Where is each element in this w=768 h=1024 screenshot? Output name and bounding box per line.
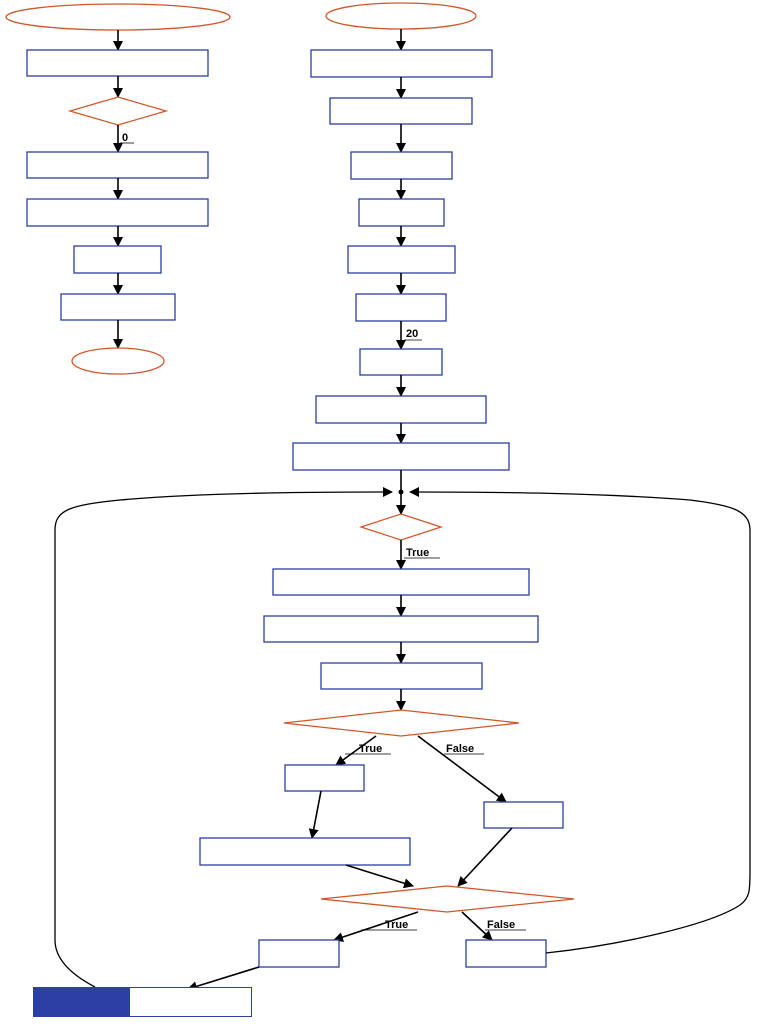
branch1-false-box — [483, 801, 564, 829]
loop-process-box-3 — [320, 662, 483, 690]
branch2-arrow-true — [333, 911, 419, 942]
bottom-overlay-bar — [33, 987, 252, 1017]
branch2-false-box — [465, 939, 547, 968]
loop-process-box-2 — [263, 615, 539, 643]
branch1-arrow-false — [417, 735, 507, 803]
right-process-box-2 — [329, 97, 473, 125]
branch2-arrow-false — [461, 911, 493, 941]
right-process-box-5 — [347, 245, 456, 274]
branch2-label-true: True — [385, 919, 408, 931]
branch-decision-1 — [283, 709, 520, 737]
left-edge-label-zero: 0 — [122, 132, 128, 144]
right-process-box-6 — [355, 293, 447, 322]
left-process-box-4 — [73, 245, 162, 274]
merge-arrow-left — [345, 864, 414, 889]
right-process-box-7 — [359, 348, 443, 376]
right-process-box-1 — [310, 49, 493, 78]
branch1-arrow-true — [335, 735, 377, 766]
right-process-box-3 — [350, 151, 453, 180]
loop-back-connector-left — [54, 487, 393, 988]
left-start-terminal — [5, 3, 231, 31]
branch1-true-arrow-down — [308, 790, 322, 839]
right-process-box-4 — [358, 198, 445, 227]
right-start-terminal — [325, 2, 477, 30]
loop-decision-diamond — [358, 513, 444, 541]
left-process-box-5 — [60, 293, 176, 321]
branch1-label-false: False — [446, 743, 474, 755]
branch-decision-2 — [320, 885, 575, 913]
left-process-box-1 — [26, 49, 209, 77]
merge-arrow-right — [457, 827, 513, 887]
branch1-merge-box — [199, 837, 411, 866]
left-process-box-2 — [26, 151, 209, 179]
bottom-overlay-fill — [34, 988, 130, 1016]
left-end-terminal — [71, 347, 165, 375]
branch2-true-arrow-down — [187, 966, 260, 992]
loop-back-connector-right — [409, 487, 751, 954]
branch2-true-box — [258, 939, 340, 968]
loop-edge-label-true: True — [406, 547, 429, 559]
left-process-box-3 — [26, 198, 209, 227]
branch2-label-false: False — [487, 919, 515, 931]
right-process-box-8 — [315, 395, 487, 424]
right-process-box-9 — [292, 442, 510, 471]
right-edge-label-twenty: 20 — [406, 328, 418, 340]
branch1-label-true: True — [359, 743, 382, 755]
loop-process-box-1 — [272, 568, 530, 596]
loop-junction-point — [398, 489, 404, 495]
branch1-true-box — [284, 764, 365, 792]
left-decision-diamond — [67, 96, 169, 126]
